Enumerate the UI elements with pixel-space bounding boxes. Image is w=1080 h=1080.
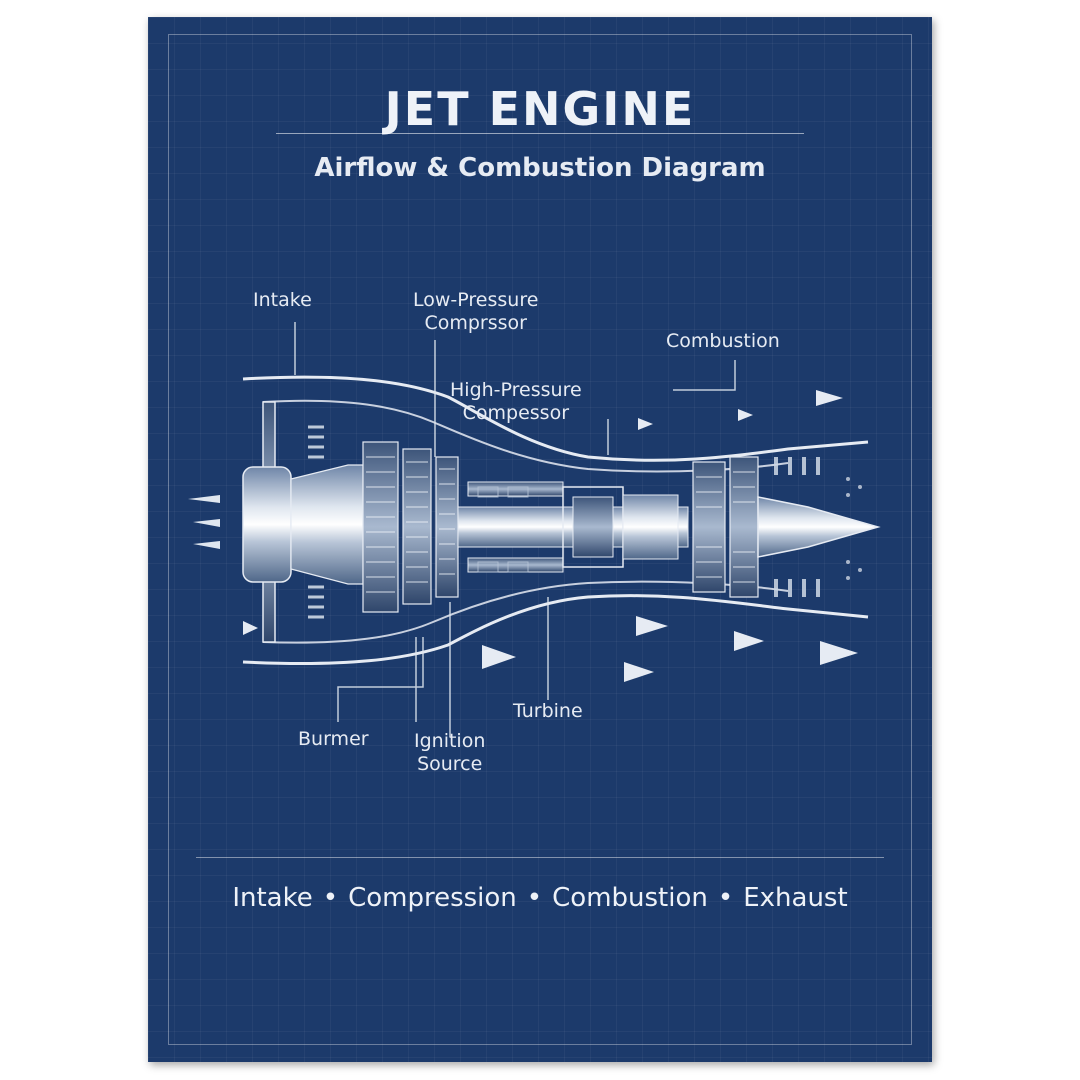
stage-combustion: Combustion (552, 883, 708, 913)
label-combustion: Combustion (666, 330, 780, 352)
stage-separator: • (526, 883, 543, 913)
compressor-stages (362, 441, 459, 613)
footer-divider (196, 857, 884, 858)
engine-core (457, 481, 689, 573)
label-ignition-source: Ignition Source (414, 730, 486, 775)
label-intake: Intake (253, 289, 312, 311)
stage-compression: Compression (348, 883, 517, 913)
label-low-pressure-compressor: Low-Pressure Comprssor (413, 289, 539, 334)
label-high-pressure-compressor: High-Pressure Compessor (450, 379, 582, 424)
stage-separator: • (717, 883, 734, 913)
poster-subtitle: Airflow & Combustion Diagram (314, 153, 766, 183)
turbine-section (692, 456, 881, 598)
process-stages: Intake • Compression • Combustion • Exhaust (148, 883, 932, 913)
jet-engine-diagram (188, 322, 881, 737)
airflow-arrows (398, 390, 858, 682)
stage-exhaust: Exhaust (743, 883, 848, 913)
title-divider (276, 133, 804, 134)
label-turbine: Turbine (513, 700, 583, 722)
label-leader-lines (294, 322, 736, 737)
intake-air-markers (188, 495, 258, 635)
label-burner: Burmer (298, 728, 369, 750)
poster-title: JET ENGINE (384, 82, 696, 136)
stage-intake: Intake (232, 883, 313, 913)
blueprint-poster: JET ENGINE Airflow & Combustion Diagram (148, 17, 932, 1062)
intake-fan (242, 401, 364, 643)
stage-separator: • (322, 883, 339, 913)
